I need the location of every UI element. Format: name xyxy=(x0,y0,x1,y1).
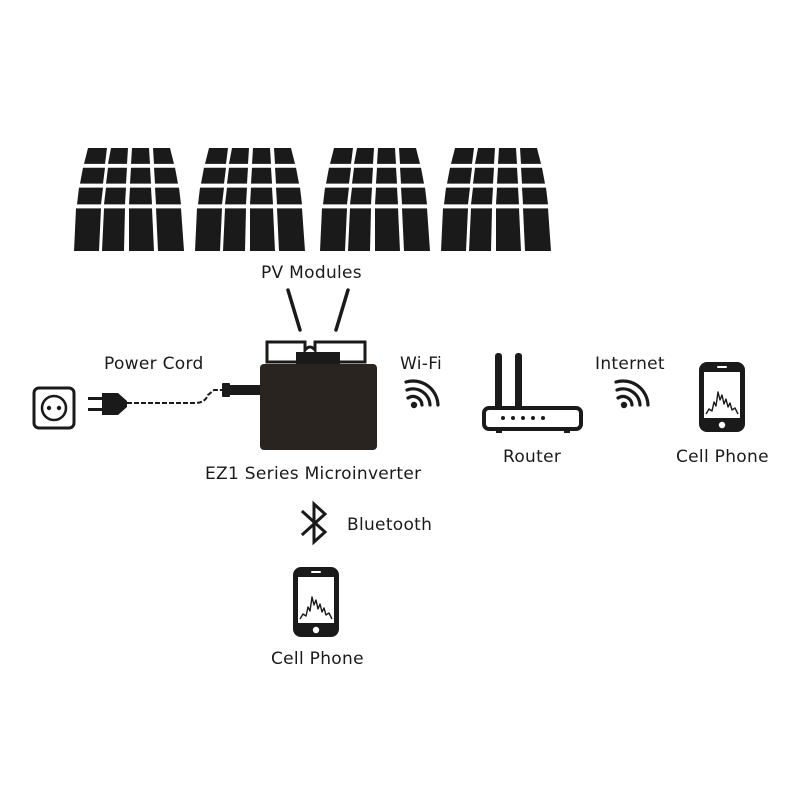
solar-panel-icon xyxy=(74,148,184,251)
solar-panel-icon xyxy=(195,148,305,251)
power-plug-icon xyxy=(88,393,127,415)
bluetooth-icon xyxy=(300,500,328,546)
solar-panel-icon xyxy=(320,148,430,251)
cell-phone-icon xyxy=(698,361,746,433)
microinverter-icon xyxy=(260,340,377,450)
power-outlet-icon xyxy=(32,386,76,430)
power-cord xyxy=(127,383,260,404)
wifi-label: Wi-Fi xyxy=(400,354,443,374)
microinverter-label: EZ1 Series Microinverter xyxy=(205,464,422,484)
power-cord-label: Power Cord xyxy=(104,354,204,374)
pv-cables xyxy=(286,288,350,332)
router-label: Router xyxy=(503,447,562,467)
wifi-signal-icon xyxy=(404,379,440,410)
bluetooth-label: Bluetooth xyxy=(347,515,433,535)
cell-phone-icon xyxy=(292,566,340,638)
internet-label: Internet xyxy=(595,354,665,374)
cell-phone-label: Cell Phone xyxy=(676,447,769,467)
pv-modules-label: PV Modules xyxy=(261,263,362,283)
cell-phone-label: Cell Phone xyxy=(271,649,364,669)
solar-panel-icon xyxy=(441,148,551,251)
wifi-signal-icon xyxy=(614,379,650,410)
router-icon xyxy=(482,353,583,433)
